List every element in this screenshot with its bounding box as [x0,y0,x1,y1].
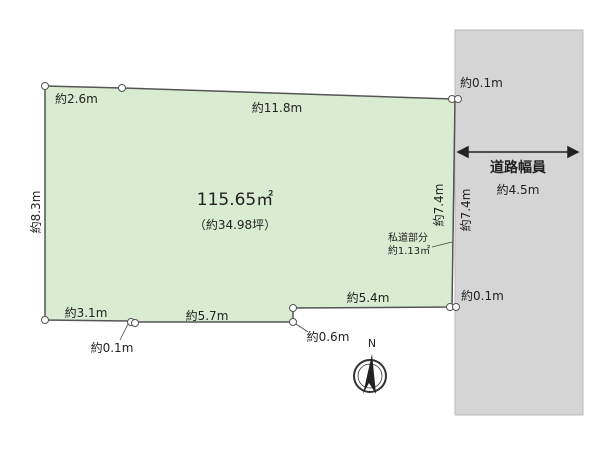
compass: N [353,337,387,394]
north-arrow-icon [363,354,376,394]
plot-area-sqm: 115.65㎡ [197,190,273,210]
dim-bottom-middle: 約5.7m [186,308,229,323]
dim-right-outer: 約7.4m [458,189,473,232]
bottom-left-offset-leader [119,323,129,341]
dim-bottom-right-corner: 約0.1m [461,288,504,303]
marker-notch-top [289,304,297,312]
dim-top-main: 約11.8m [252,100,302,115]
compass-outer-ring [353,359,387,393]
dim-bottom-left: 約3.1m [65,305,108,320]
marker-top-left [41,82,49,90]
leader-lines [119,241,453,341]
private-road-boundary [451,97,456,308]
private-road-area: 約1.13㎡ [388,244,430,257]
road-width-arrow [456,145,580,159]
dim-top-right-corner: 約0.1m [460,75,503,90]
marker-bottom-right-b [452,303,460,311]
road-width-value: 約4.5m [497,182,540,197]
dim-bottom-left-offset: 約0.1m [91,340,134,355]
marker-notch-bottom [289,318,297,326]
dim-right-inner: 約7.4m [431,184,446,227]
marker-top-mid [118,84,126,92]
road-width-title: 道路幅員 [490,159,546,176]
dim-top-left: 約2.6m [55,91,98,106]
notch-offset-leader [295,323,309,333]
marker-bottom-mid-b [131,319,139,327]
private-road-title: 私道部分 [388,231,428,244]
plot-area-tsubo: （約34.98坪） [194,217,276,232]
dim-bottom-notch-top: 約5.4m [347,290,390,305]
boundary-markers [41,82,462,327]
dim-notch-offset: 約0.6m [307,329,350,344]
road-strip [454,29,584,416]
compass-north-letter: N [368,337,376,350]
marker-top-right-b [454,95,462,103]
dim-left-side: 約8.3m [28,191,43,234]
marker-bottom-left [41,316,49,324]
private-road-leader [431,241,453,248]
